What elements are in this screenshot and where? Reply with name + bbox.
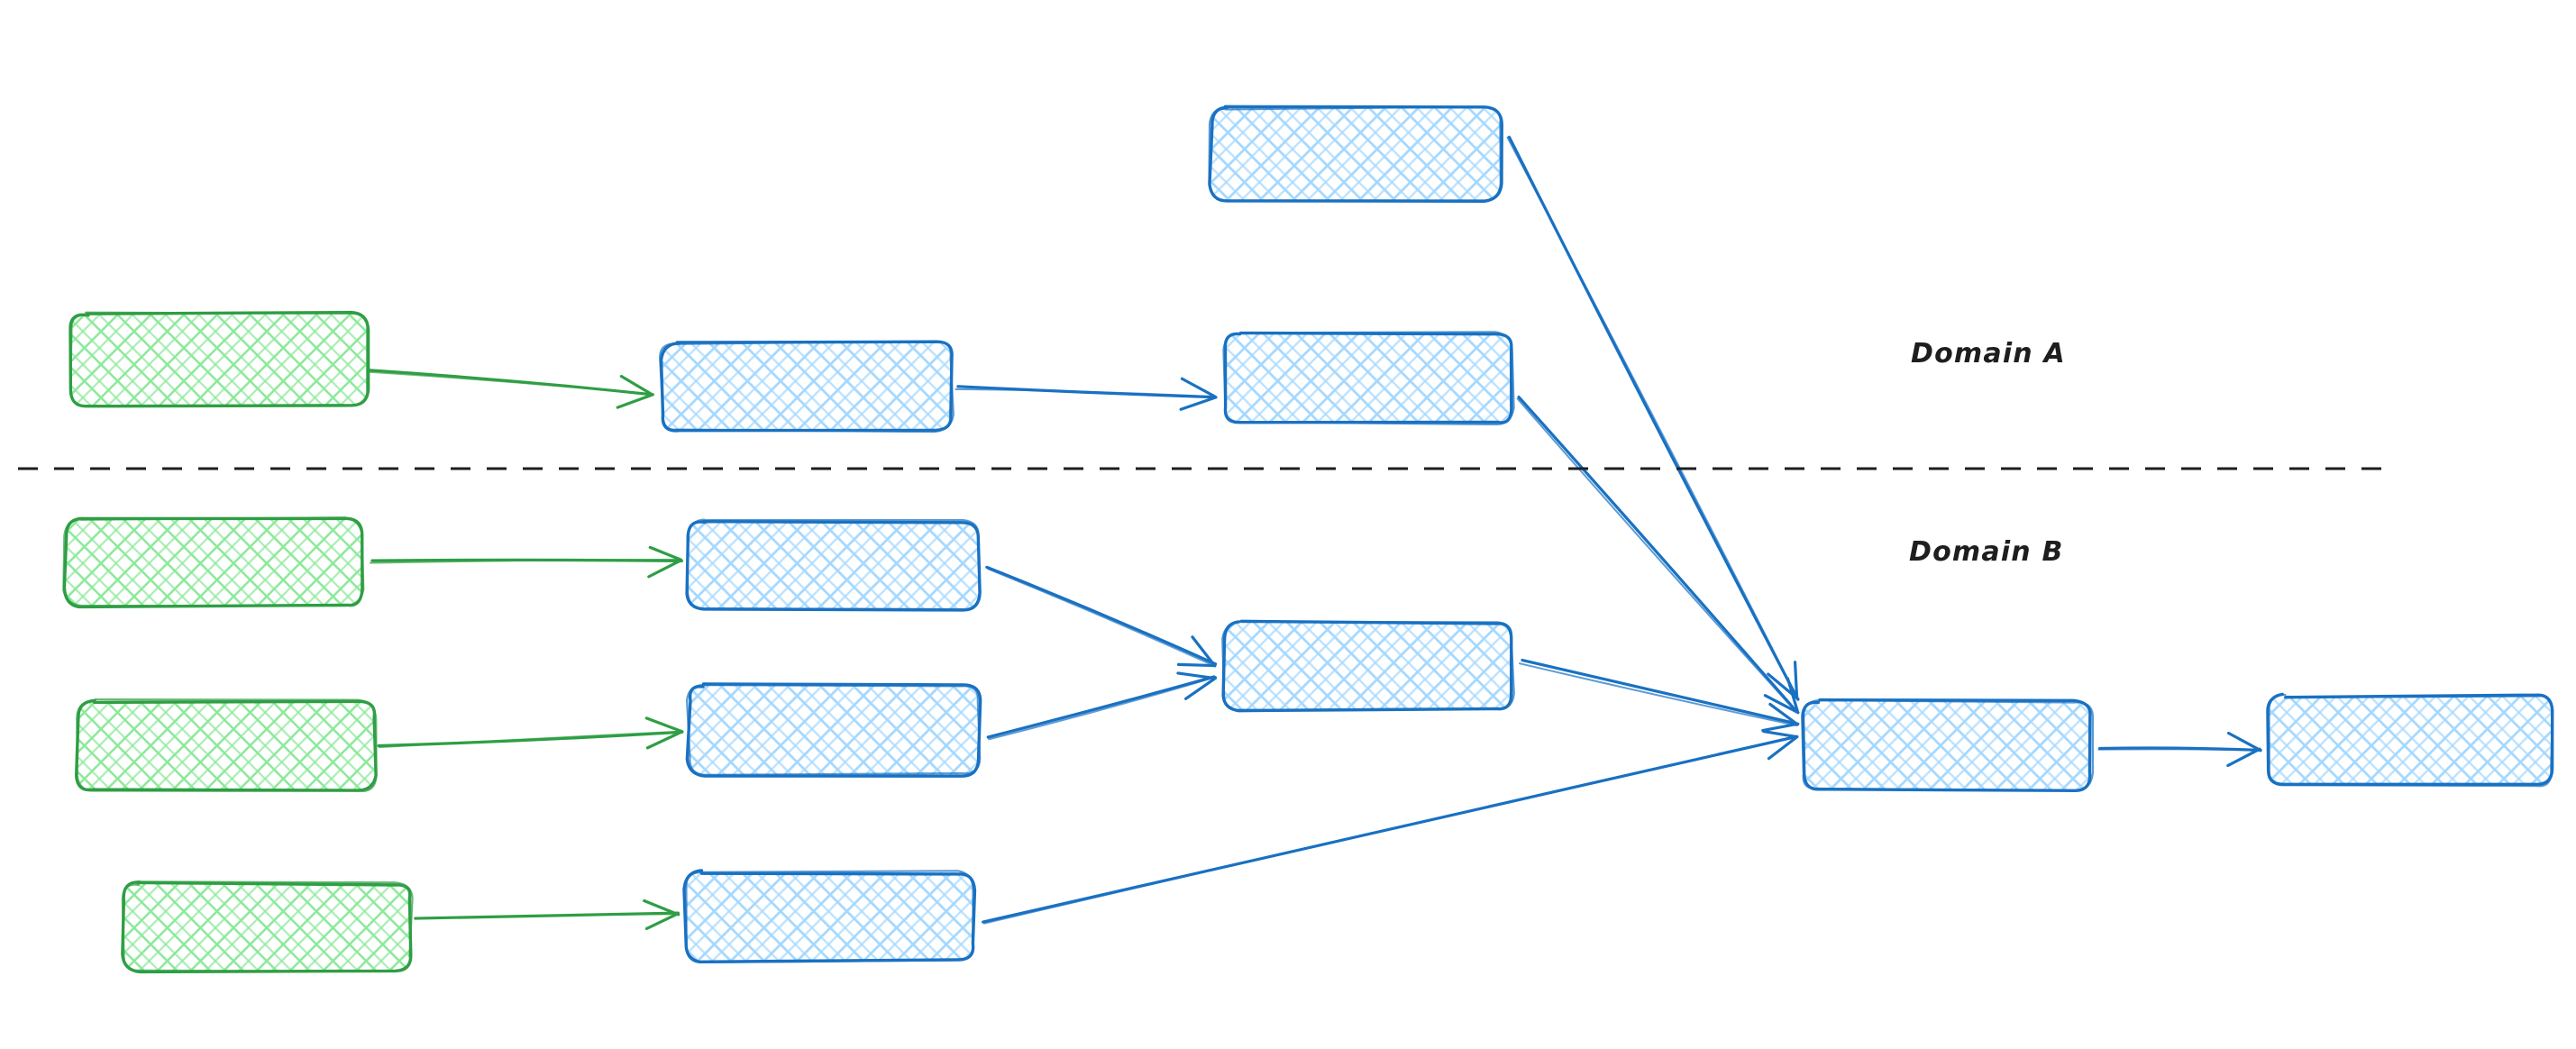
node-fill <box>1224 622 1512 710</box>
node-outline <box>2268 693 2554 788</box>
edge-shaft <box>1518 662 1798 727</box>
edge-e10 <box>1518 658 1800 733</box>
node-fill <box>1224 333 1512 424</box>
node-fill <box>78 701 375 791</box>
node-outline <box>76 698 378 792</box>
edge-arrowhead <box>1184 676 1218 700</box>
node-outline <box>1221 620 1515 711</box>
edge-shaft <box>982 734 1798 925</box>
node-b-src-1[interactable] <box>62 516 365 609</box>
edge-arrowhead <box>644 912 680 931</box>
node-outline <box>1208 105 1502 202</box>
edge-shaft <box>1506 136 1799 700</box>
edge-shaft <box>987 568 1216 667</box>
node-b-out[interactable] <box>2266 692 2554 788</box>
node-b-merge[interactable] <box>1221 619 1515 713</box>
edge-arrowhead <box>1793 661 1799 699</box>
node-fill <box>1210 108 1501 200</box>
node-outline <box>685 870 974 964</box>
node-a-proc-3[interactable] <box>1208 105 1503 203</box>
edge-e5 <box>369 545 683 579</box>
edge-arrowhead <box>1763 694 1800 715</box>
edge-e8 <box>985 565 1218 668</box>
edge-arrowhead <box>645 730 684 750</box>
node-b-proc-2[interactable] <box>685 682 982 778</box>
node-outline <box>62 516 365 607</box>
node-a-proc-2[interactable] <box>1222 331 1515 426</box>
edge-e11 <box>982 729 1799 925</box>
node-b-sink[interactable] <box>1800 698 2095 793</box>
edge-arrowhead <box>1762 729 1798 739</box>
node-a-src-1[interactable] <box>69 310 370 408</box>
edge-shaft <box>416 913 681 920</box>
edge-e6 <box>377 716 684 750</box>
node-fill <box>689 685 979 775</box>
edge-shaft <box>986 675 1216 739</box>
edge-shaft <box>985 565 1218 666</box>
edge-arrowhead <box>643 898 681 917</box>
node-fill <box>689 521 979 609</box>
node-outline <box>1800 698 2095 792</box>
node-fill <box>65 519 362 606</box>
edge-arrowhead <box>647 559 682 579</box>
domain-a-label: Domain A <box>1911 338 2066 369</box>
node-outline <box>686 518 981 611</box>
domain-b-label: Domain B <box>1909 536 2064 568</box>
node-outline <box>69 311 369 407</box>
node-fill <box>685 872 973 961</box>
edge-arrowhead <box>616 393 654 409</box>
node-b-src-3[interactable] <box>121 880 414 974</box>
edge-arrowhead <box>1767 735 1799 761</box>
edge-e2 <box>955 377 1218 411</box>
edge-shaft <box>1521 658 1800 725</box>
edge-arrowhead <box>648 545 683 561</box>
edge-arrowhead <box>1176 662 1217 668</box>
node-fill <box>1803 701 2091 789</box>
edge-e9 <box>986 671 1218 741</box>
edge-e1 <box>367 369 654 409</box>
edge-shaft <box>378 730 682 749</box>
edge-shaft <box>1516 397 1797 714</box>
edge-arrowhead <box>1191 635 1217 668</box>
edges-layer <box>367 135 2262 931</box>
edge-arrowhead <box>1768 702 1799 726</box>
node-outline <box>121 880 414 972</box>
edge-e7 <box>414 898 681 931</box>
edge-e12 <box>2097 731 2262 768</box>
edge-e3 <box>1506 135 1800 701</box>
node-b-src-2[interactable] <box>74 698 378 792</box>
edge-arrowhead <box>1180 377 1217 398</box>
edge-arrowhead <box>619 374 654 397</box>
node-fill <box>123 883 411 971</box>
node-outline <box>685 682 982 778</box>
edge-arrowhead <box>1761 722 1799 733</box>
edge-arrowhead <box>644 716 683 733</box>
node-outline <box>686 683 982 776</box>
node-fill <box>662 342 952 431</box>
edge-arrowhead <box>1176 671 1217 680</box>
node-outline <box>659 340 955 433</box>
edge-arrowhead <box>2226 731 2262 753</box>
node-b-proc-1[interactable] <box>685 518 982 612</box>
node-b-proc-3[interactable] <box>682 869 977 964</box>
edge-arrowhead <box>2226 747 2261 768</box>
edge-shaft <box>988 676 1217 741</box>
node-outline <box>1222 331 1515 426</box>
node-fill <box>70 314 368 406</box>
edge-arrowhead <box>1179 396 1218 411</box>
edge-arrowhead <box>1786 677 1799 713</box>
edge-shaft <box>369 558 681 564</box>
nodes-layer <box>62 105 2554 974</box>
edge-shaft <box>1517 395 1798 713</box>
edge-shaft <box>369 370 654 396</box>
edge-e4 <box>1516 395 1800 715</box>
edge-shaft <box>955 388 1216 398</box>
node-fill <box>2268 696 2553 786</box>
edge-shaft <box>2097 748 2261 752</box>
node-a-proc-1[interactable] <box>659 340 955 433</box>
